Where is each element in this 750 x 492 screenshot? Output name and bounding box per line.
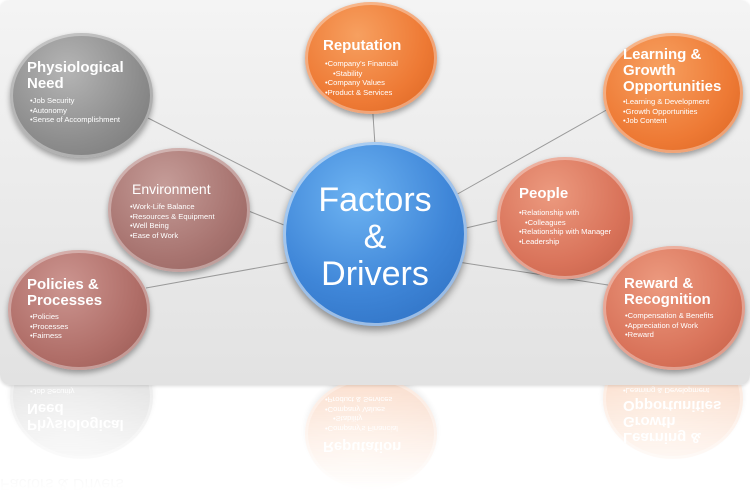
node-reputation-list: Company's Financial Stability Company Va…: [325, 395, 398, 434]
list-item: Well Being: [130, 221, 215, 231]
center-node: Factors & Drivers: [283, 142, 467, 326]
reflection-mirror: Reputation Company's Financial Stability…: [0, 385, 750, 492]
list-item: Sense of Accomplishment: [30, 115, 120, 125]
node-reward-title-1: Reward &: [624, 275, 694, 292]
list-item: Appreciation of Work: [625, 321, 713, 331]
list-item: Learning & Development: [623, 97, 710, 107]
list-item: Company Values: [325, 78, 398, 88]
node-policies-title-1: Policies &: [27, 276, 99, 293]
node-policies-list: Policies Processes Fairness: [30, 312, 68, 341]
node-learning-title-3: Opportunities: [623, 397, 722, 414]
node-reputation: Reputation Company's Financial Stability…: [305, 385, 437, 490]
node-reward-list: Compensation & Benefits Appreciation of …: [625, 311, 714, 340]
link-physiological: [147, 117, 294, 193]
node-learning-title-1: Learning &: [623, 46, 702, 63]
list-item: Policies: [30, 312, 68, 322]
list-item: Product & Services: [325, 88, 398, 98]
list-item: Company Values: [325, 405, 398, 414]
list-item: Product & Services: [325, 395, 398, 405]
list-item: Compensation & Benefits: [625, 311, 714, 321]
list-item: Relationship with: [519, 208, 611, 218]
node-physiological-list: Job Security Autonomy Sense of Accomplis…: [30, 96, 120, 125]
list-item: Processes: [30, 322, 68, 332]
list-item: Company's Financial: [325, 424, 398, 433]
node-reward-title-2: Recognition: [624, 291, 711, 308]
link-people: [465, 219, 501, 229]
list-item: Relationship with Manager: [519, 227, 612, 237]
node-learning-title-2: Growth: [623, 413, 676, 430]
node-reputation-title: Reputation: [323, 37, 402, 54]
link-environment: [245, 209, 285, 226]
list-item: Work-Life Balance: [130, 202, 215, 212]
list-item: Learning & Development: [623, 386, 710, 395]
node-learning-title-2: Growth: [623, 62, 676, 79]
center-line-3: Drivers: [321, 255, 429, 293]
node-learning-list: Learning & Development Growth Opportunit…: [623, 97, 710, 126]
link-policies: [145, 261, 291, 289]
node-physiological-title-2: Need: [27, 400, 64, 417]
list-item: Stability: [325, 414, 398, 424]
list-item: Job Security: [30, 387, 120, 396]
list-item: Growth Opportunities: [623, 385, 709, 386]
center-line-2: &: [57, 475, 69, 492]
diagram-stage: Reputation Company's Financial Stability…: [0, 0, 750, 385]
link-learning: [453, 107, 611, 197]
center-line-1: Factors: [0, 475, 54, 492]
stage-reflection: Reputation Company's Financial Stability…: [0, 385, 750, 492]
node-people-title: People: [519, 185, 569, 202]
list-item: Resources & Equipment: [130, 212, 215, 222]
list-item: Fairness: [30, 331, 68, 341]
node-physiological: Physiological Need Job Security Autonomy…: [10, 33, 153, 158]
node-physiological: Physiological Need Job Security Autonomy…: [10, 385, 153, 459]
center-node: Factors & Drivers: [0, 474, 124, 492]
list-item: Growth Opportunities: [623, 107, 709, 117]
node-policies-title-2: Processes: [27, 292, 103, 309]
list-item: Job Content: [623, 116, 709, 126]
list-item: Company's Financial: [325, 59, 398, 69]
node-people-list: Relationship with Colleagues Relationshi…: [519, 208, 612, 247]
node-physiological-list: Job Security Autonomy Sense of Accomplis…: [30, 385, 120, 396]
list-item: Reward: [625, 330, 713, 340]
node-learning-title-3: Opportunities: [623, 78, 722, 95]
node-environment: Environment Work-Life Balance Resources …: [108, 148, 250, 272]
node-people: People Relationship with Colleagues Rela…: [497, 157, 633, 279]
list-item: Leadership: [519, 237, 611, 247]
connector-lines: [145, 99, 611, 289]
list-item: Autonomy: [30, 385, 120, 387]
node-learning-title-1: Learning &: [623, 429, 702, 446]
node-reputation-list: Company's Financial Stability Company Va…: [325, 59, 398, 97]
node-policies: Policies & Processes Policies Processes …: [8, 250, 150, 370]
center-line-3: Drivers: [72, 475, 124, 492]
node-reward: Reward & Recognition Compensation & Bene…: [603, 246, 745, 370]
center-line-2: &: [363, 218, 387, 256]
node-physiological-title-1: Physiological: [27, 416, 124, 433]
list-item: Ease of Work: [130, 231, 215, 241]
node-environment-title: Environment: [132, 181, 211, 197]
node-reputation-title: Reputation: [323, 438, 402, 455]
link-reputation: [371, 385, 376, 393]
node-learning: Learning & Growth Opportunities Learning…: [603, 385, 743, 459]
node-physiological-title-2: Need: [27, 75, 64, 92]
node-learning: Learning & Growth Opportunities Learning…: [603, 33, 743, 153]
node-environment-list: Work-Life Balance Resources & Equipment …: [130, 202, 215, 240]
node-physiological-title-1: Physiological: [27, 59, 124, 76]
connector-lines: [371, 385, 376, 393]
reflection-copy: Reputation Company's Financial Stability…: [0, 385, 743, 492]
center-line-1: Factors: [318, 181, 432, 219]
node-reputation: Reputation Company's Financial Stability…: [305, 2, 437, 114]
list-item: Autonomy: [30, 106, 120, 116]
link-reward: [457, 261, 609, 286]
list-item: Stability: [325, 69, 398, 79]
list-item: Colleagues: [519, 218, 611, 228]
node-learning-list: Learning & Development Growth Opportunit…: [623, 385, 710, 395]
list-item: Job Security: [30, 96, 120, 106]
